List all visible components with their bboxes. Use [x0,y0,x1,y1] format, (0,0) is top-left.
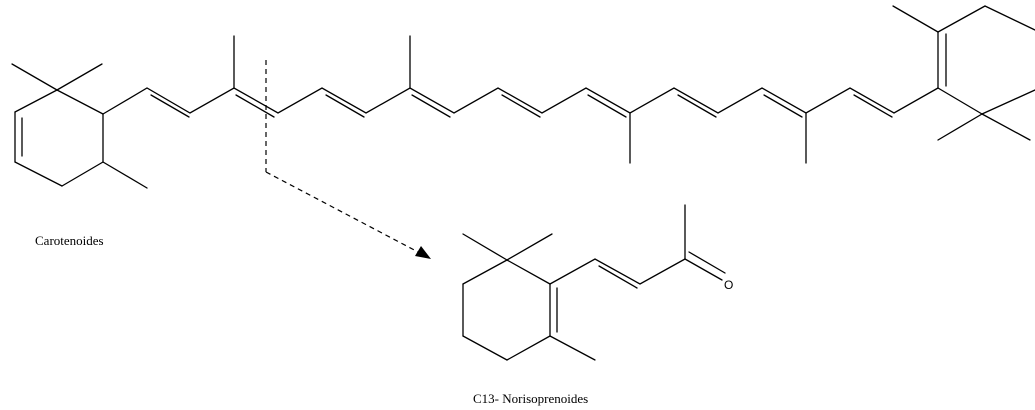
oxygen-atom-label: O [724,278,733,292]
carotenoid-molecule [11,5,1035,189]
carotenoid-caption: Carotenoides [35,233,104,248]
carotenoid-polyene-chain [102,35,939,164]
norisoprenoid-ring [462,233,596,361]
arrow-head [415,246,431,259]
carotenoid-right-ring [892,5,1035,141]
cleavage-arrow [265,60,431,259]
norisoprenoid-caption: C13- Norisoprenoides [473,391,588,406]
norisoprenoid-molecule: O [462,204,733,361]
carotenoid-left-ring [11,63,148,189]
norisoprenoid-side-chain [549,204,726,289]
